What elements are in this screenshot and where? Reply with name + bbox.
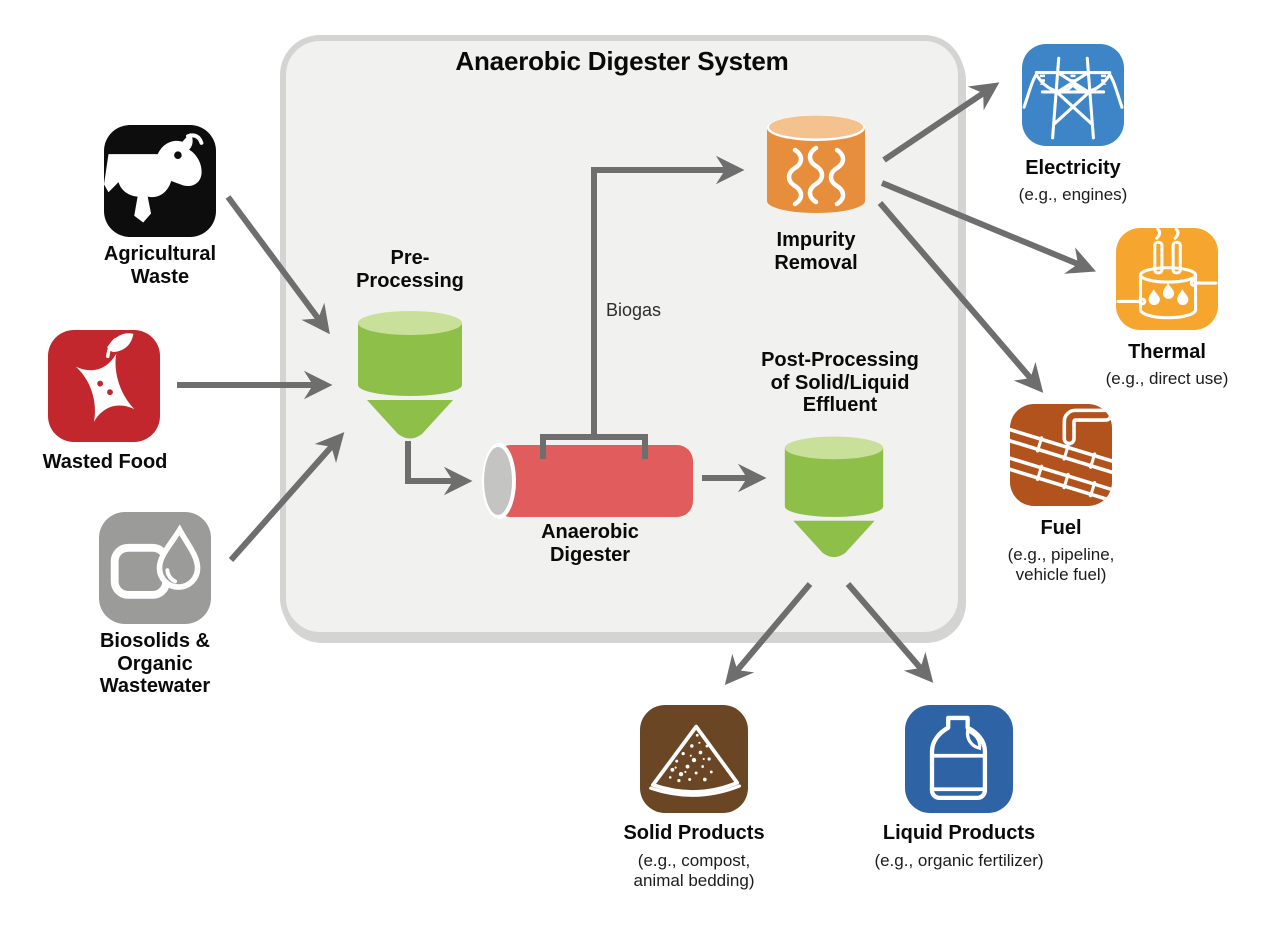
wasted-food-icon-tile (48, 330, 160, 442)
pre-processing-label: Pre- Processing (356, 247, 464, 292)
thermal-sublabel: (e.g., direct use) (1105, 369, 1229, 388)
biosolids-label: Biosolids & Organic Wastewater (99, 630, 211, 698)
liquid-products-label: Liquid Products (882, 822, 1036, 844)
wasted-food-label: Wasted Food (42, 451, 168, 473)
cow-icon (104, 132, 204, 223)
agricultural-waste-icon-tile (104, 125, 216, 237)
diagram-title: Anaerobic Digester System (455, 46, 789, 76)
flame-icon (1148, 283, 1189, 306)
electricity-icon-tile (1022, 44, 1124, 146)
post-processing-label: Post-Processing of Solid/Liquid Effluent (761, 349, 919, 417)
biogas-label: Biogas (606, 300, 662, 320)
biosolids-droplet-icon (110, 524, 201, 599)
fuel-sublabel: (e.g., pipeline, vehicle fuel) (1007, 545, 1115, 585)
solid-products-label: Solid Products (623, 822, 765, 844)
compost-pile-icon (649, 724, 741, 797)
jug-icon (929, 715, 988, 801)
biosolids-icon-tile (99, 512, 211, 624)
anaerobic-digester-label: Anaerobic Digester (541, 521, 639, 566)
fuel-label: Fuel (1040, 517, 1082, 539)
fuel-icon-tile (1010, 404, 1112, 506)
boiler-icon (1116, 228, 1218, 320)
power-lines-icon (1022, 56, 1124, 140)
anaerobic-digester-vessel (481, 443, 695, 519)
impurity-removal-label: Impurity Removal (774, 229, 858, 274)
solid-products-sublabel: (e.g., compost, animal bedding) (633, 851, 755, 891)
electricity-label: Electricity (1025, 157, 1121, 179)
electricity-sublabel: (e.g., engines) (1018, 185, 1128, 204)
thermal-label: Thermal (1128, 341, 1206, 363)
liquid-products-icon-tile (905, 705, 1013, 813)
pre-processing-hopper (355, 309, 465, 443)
solid-products-icon-tile (640, 705, 748, 813)
impurity-removal-vessel (765, 113, 867, 225)
agricultural-waste-label: Agricultural Waste (103, 243, 217, 288)
thermal-icon-tile (1116, 228, 1218, 330)
apple-core-icon (75, 333, 135, 423)
liquid-products-sublabel: (e.g., organic fertilizer) (874, 851, 1044, 870)
pipeline-icon (1010, 408, 1112, 503)
squiggle-vapor-icon (786, 145, 846, 207)
post-processing-hopper (782, 434, 886, 562)
